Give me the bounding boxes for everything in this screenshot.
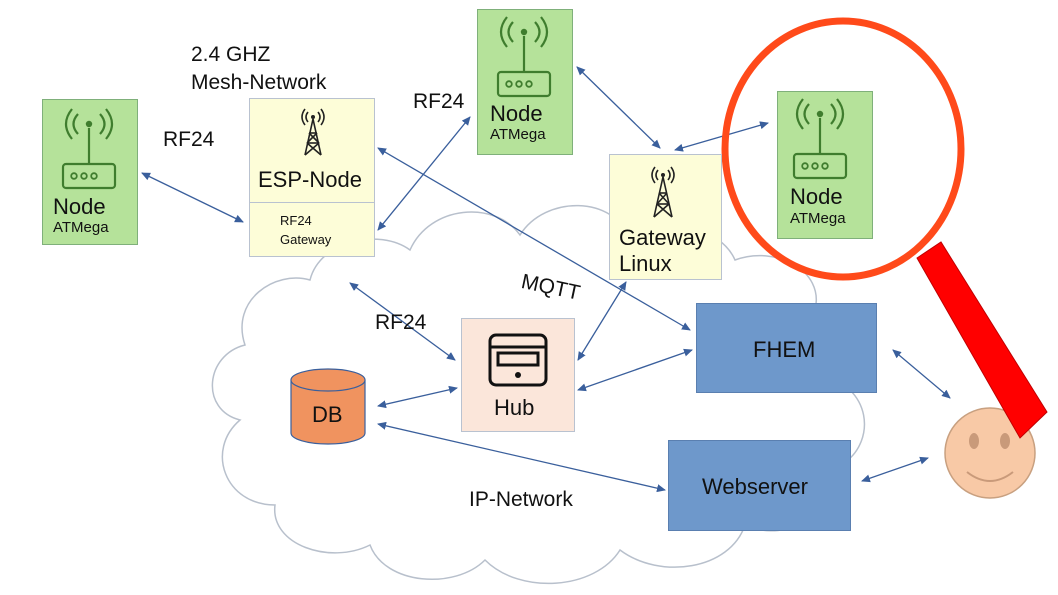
node-sublabel: ATMega [790, 210, 846, 227]
rf24-label: RF24 [163, 128, 215, 151]
db-label: DB [312, 402, 343, 427]
database-icon [290, 368, 366, 445]
esp-node[interactable]: ESP-Node RF24 Gateway [249, 98, 375, 257]
network-label: IP-Network [469, 488, 573, 511]
antenna-icon [301, 108, 325, 156]
arrow-db-webserver [377, 421, 666, 493]
esp-node-sub-2: Gateway [280, 232, 332, 247]
webserver-label: Webserver [702, 474, 808, 499]
arrow-node1-esp [141, 172, 244, 223]
hub-device-icon [488, 333, 548, 387]
hub[interactable]: Hub [461, 318, 575, 432]
webserver[interactable]: Webserver [668, 440, 851, 531]
rf24-label: RF24 [413, 90, 465, 113]
mesh-label-1: 2.4 GHZ [191, 43, 271, 66]
arrow-webserver-user [861, 456, 929, 483]
arrow-esp-fhem [377, 147, 691, 331]
esp-node-title: ESP-Node [258, 167, 362, 192]
smiley-icon [944, 407, 1036, 499]
arrow-node2-gateway [576, 66, 661, 149]
gateway-linux[interactable]: Gateway Linux [609, 154, 722, 280]
node-label: Node [790, 184, 843, 209]
node-2[interactable]: Node ATMega [477, 9, 573, 155]
node-label: Node [53, 194, 106, 219]
hub-label: Hub [494, 395, 535, 420]
antenna-icon [496, 16, 552, 98]
esp-node-divider [250, 202, 374, 203]
antenna-icon [651, 166, 675, 218]
arrow-gateway-node3 [674, 121, 769, 152]
esp-node-sub-1: RF24 [280, 213, 312, 228]
node-1[interactable]: Node ATMega [42, 99, 138, 245]
gateway-label-1: Gateway [619, 225, 706, 250]
antenna-icon [61, 108, 117, 190]
arrow-esp-hub [349, 282, 456, 361]
node-3[interactable]: Node ATMega [777, 91, 873, 239]
rf24-label: RF24 [375, 311, 427, 334]
node-label: Node [490, 101, 543, 126]
antenna-icon [792, 98, 848, 180]
node-sublabel: ATMega [490, 126, 546, 143]
arrow-hub-fhem [577, 348, 693, 392]
node-sublabel: ATMega [53, 219, 109, 236]
arrow-gateway-hub [577, 281, 627, 361]
magnifier-icon [721, 17, 1048, 439]
mesh-label-2: Mesh-Network [191, 71, 327, 94]
arrow-fhem-user [892, 349, 951, 399]
gateway-label-2: Linux [619, 251, 672, 276]
fhem[interactable]: FHEM [696, 303, 877, 393]
arrow-db-hub [377, 385, 458, 409]
fhem-label: FHEM [753, 337, 816, 362]
